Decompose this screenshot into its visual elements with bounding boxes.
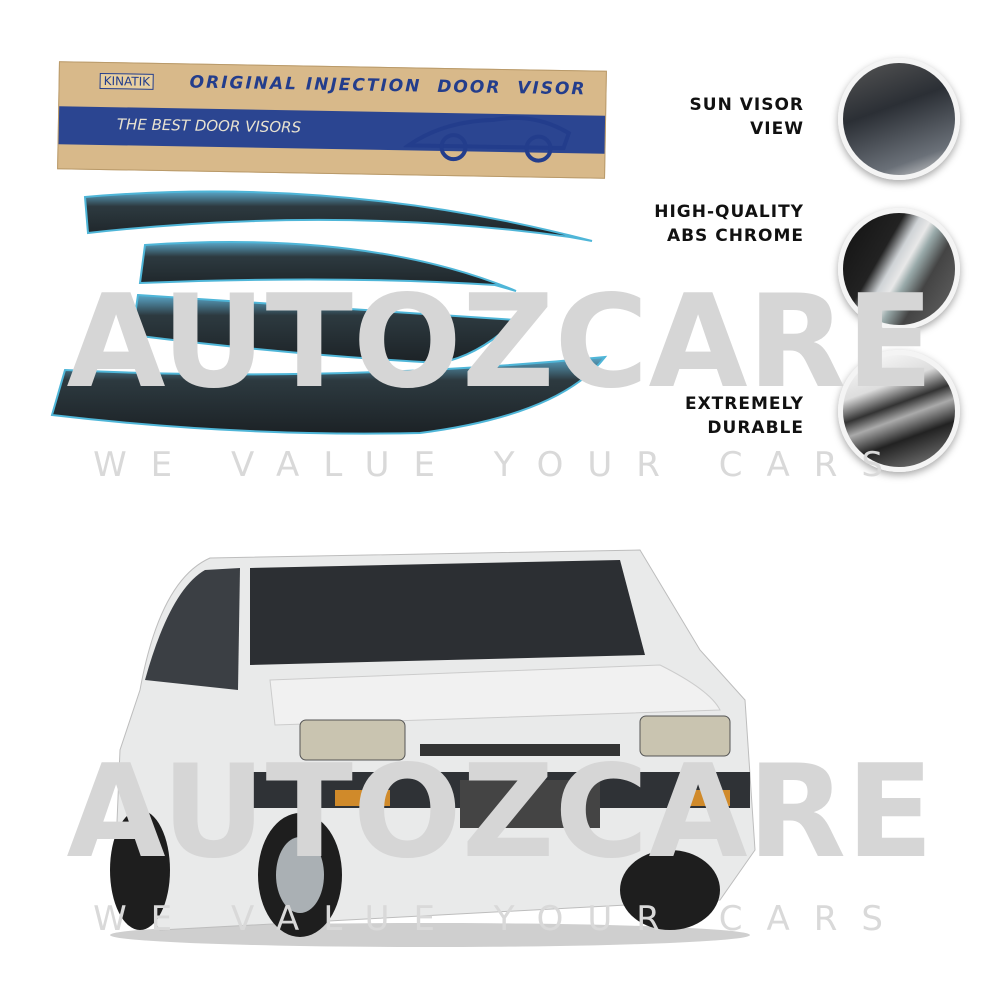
visor-4 <box>50 355 608 435</box>
feature-line: VIEW <box>750 119 804 139</box>
feature-label-sun-visor: SUN VISOR VIEW <box>690 93 804 141</box>
watermark-brand: AUTOZCARE <box>66 738 934 887</box>
feature-label-durable: EXTREMELY DURABLE <box>685 392 804 440</box>
visor-2 <box>138 241 517 292</box>
feature-line: SUN VISOR <box>689 95 804 115</box>
feature-line: ABS CHROME <box>666 226 804 246</box>
car-photo <box>110 549 756 947</box>
box-brand-logo: KINATIK <box>99 72 155 90</box>
chrome-trim-photo-icon <box>838 208 960 330</box>
feature-label-abs-chrome: HIGH-QUALITY ABS CHROME <box>654 200 804 248</box>
box-title: ORIGINAL INJECTION DOOR VISOR <box>189 72 587 100</box>
visor-1 <box>83 190 593 242</box>
feature-line: EXTREMELY <box>684 394 804 414</box>
feature-line: HIGH-QUALITY <box>654 202 804 222</box>
watermark-brand: AUTOZCARE <box>66 268 934 417</box>
visor-3 <box>130 293 519 365</box>
watermark-tagline: WE VALUE YOUR CARS <box>93 899 907 939</box>
sun-visor-photo-icon <box>838 58 960 180</box>
car-logo-icon <box>403 115 572 163</box>
durability-photo-icon <box>838 350 960 472</box>
watermark-tagline: WE VALUE YOUR CARS <box>93 445 907 485</box>
feature-line: DURABLE <box>707 418 804 438</box>
box-slogan: THE BEST DOOR VISORS <box>116 115 302 137</box>
product-box: KINATIK ORIGINAL INJECTION DOOR VISOR TH… <box>57 61 607 179</box>
door-visors-image <box>50 190 608 435</box>
